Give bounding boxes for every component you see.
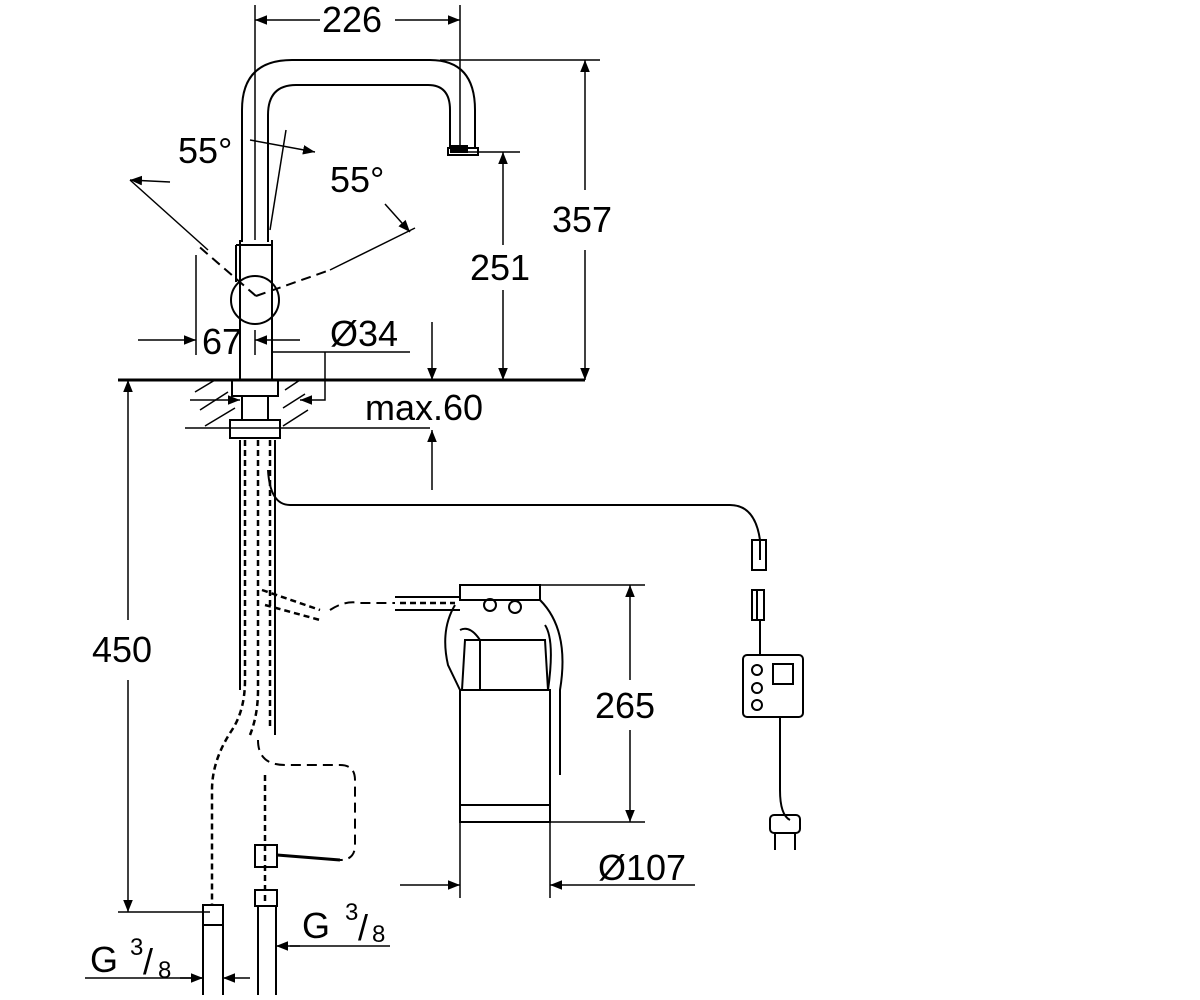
outlet-height-dimension — [465, 151, 520, 380]
spout-height-dimension — [440, 59, 600, 380]
connection-right-label: G 3 / 8 — [302, 899, 385, 948]
lever-angle-right-dimension — [329, 203, 416, 271]
svg-text:G: G — [90, 939, 118, 980]
water-filter — [395, 584, 564, 823]
supply-hoses — [202, 440, 767, 995]
connection-left-label: G 3 / 8 — [90, 934, 171, 984]
body-diameter-label: Ø34 — [330, 313, 398, 354]
countertop — [118, 378, 585, 439]
lever-angle-left-dimension — [129, 139, 316, 251]
lever-angle-right-label: 55° — [330, 159, 384, 200]
below-counter-dimension — [118, 380, 210, 913]
svg-text:8: 8 — [372, 921, 385, 948]
svg-text:/: / — [358, 907, 368, 948]
body-diameter-dimension — [190, 351, 410, 405]
svg-text:3: 3 — [130, 934, 143, 961]
outlet-height-label: 251 — [470, 247, 530, 288]
svg-text:G: G — [302, 905, 330, 946]
faucet-lever — [195, 129, 331, 325]
spout-reach-dimension — [254, 5, 461, 240]
lever-offset-dimension — [138, 255, 300, 355]
filter-diameter-label: Ø107 — [598, 847, 686, 888]
countertop-thickness-label: max.60 — [365, 387, 483, 428]
filter-height-label: 265 — [595, 685, 655, 726]
lever-angle-left-label: 55° — [178, 130, 232, 171]
svg-text:/: / — [143, 941, 153, 982]
filter-height-dimension — [540, 584, 645, 823]
control-box — [742, 589, 804, 850]
faucet-spout — [239, 59, 479, 380]
svg-text:8: 8 — [158, 957, 171, 984]
svg-text:3: 3 — [345, 899, 358, 926]
lever-offset-label: 67 — [202, 321, 242, 362]
spout-reach-label: 226 — [322, 0, 382, 40]
spout-height-label: 357 — [552, 199, 612, 240]
filter-diameter-dimension — [400, 822, 695, 898]
below-counter-label: 450 — [92, 629, 152, 670]
